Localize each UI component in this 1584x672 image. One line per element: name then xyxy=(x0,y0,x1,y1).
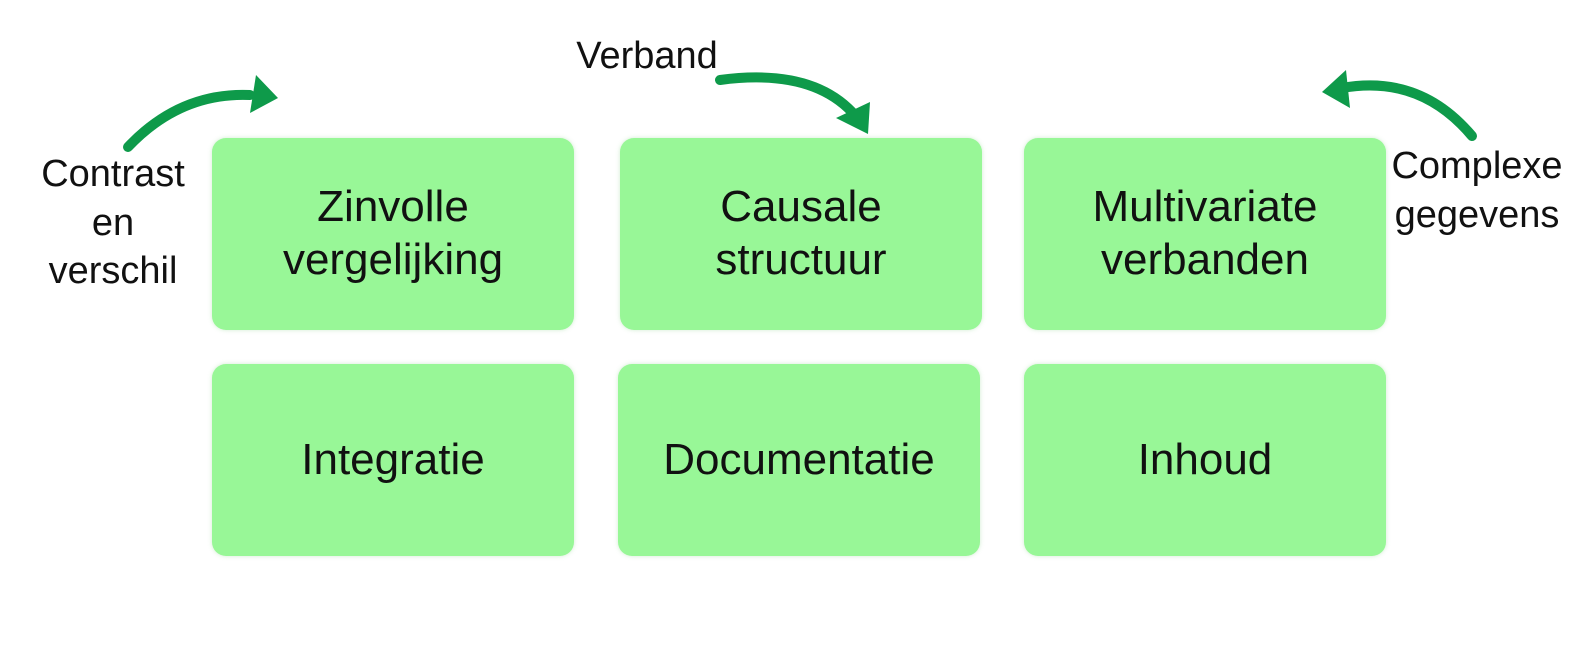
card-label: Multivariate verbanden xyxy=(1092,182,1318,284)
card-label: Inhoud xyxy=(1137,434,1273,484)
card-inhoud: Inhoud xyxy=(1024,364,1386,556)
arrow-verband xyxy=(715,72,857,117)
arrow-complexe-head xyxy=(1322,70,1350,108)
card-documentatie: Documentatie xyxy=(618,364,980,556)
card-multivariate-verbanden: Multivariate verbanden xyxy=(1024,138,1386,330)
annotation-contrast: Contrast en verschil xyxy=(41,153,185,293)
card-zinvolle-vergelijking: Zinvolle vergelijking xyxy=(212,138,574,330)
arrow-verband-head xyxy=(836,102,870,134)
arrow-complexe xyxy=(1337,80,1477,141)
card-label: Zinvolle vergelijking xyxy=(282,182,504,284)
card-label: Causale structuur xyxy=(715,182,887,284)
arrow-contrast-head xyxy=(250,75,278,113)
annotation-complexe: Complexe gegevens xyxy=(1391,145,1563,236)
card-integratie: Integratie xyxy=(212,364,574,556)
annotation-verband: Verband xyxy=(576,35,718,77)
card-label: Integratie xyxy=(301,434,485,484)
card-label: Documentatie xyxy=(663,434,935,484)
card-causale-structuur: Causale structuur xyxy=(620,138,982,330)
